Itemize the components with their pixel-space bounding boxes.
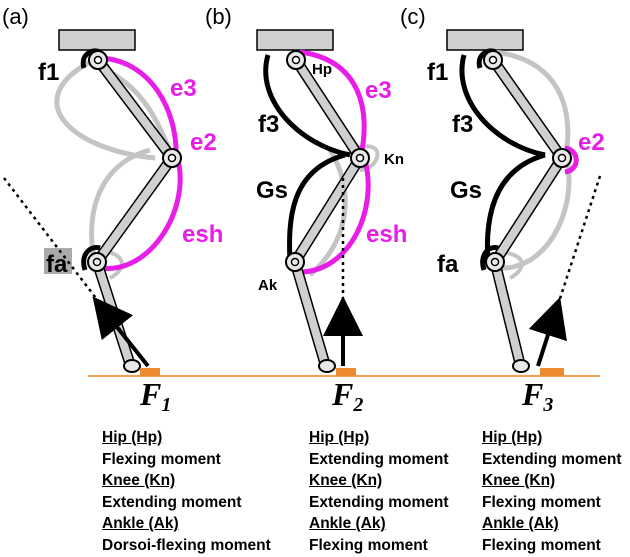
muscle-e2-c <box>564 145 579 175</box>
toe-c <box>512 359 530 373</box>
label-fa-c: fa <box>437 251 459 278</box>
label-f3-c: f3 <box>452 111 473 138</box>
foot-pad-c <box>540 368 564 376</box>
hip-mount-c <box>446 29 524 51</box>
muscle-esh-b <box>301 159 371 275</box>
hip-title: Hip (Hp) <box>482 429 543 446</box>
label-f3-b: f3 <box>258 111 279 138</box>
knee-moment: Extending moment <box>102 493 242 511</box>
label-f1-a: f1 <box>38 59 59 86</box>
moments-panel-c: Hip (Hp) Extending moment Knee (Kn) Flex… <box>482 427 622 556</box>
force-label-b: F2 <box>331 376 363 416</box>
panel-c: (c) f1 f3 e2 Gs <box>400 4 605 416</box>
label-esh-b: esh <box>366 221 407 248</box>
label-gs-c: Gs <box>450 177 482 204</box>
label-f1-c: f1 <box>427 59 448 86</box>
force-line-c <box>536 175 602 367</box>
label-gs-b: Gs <box>256 177 288 204</box>
muscle-e3-b <box>299 49 367 161</box>
knee-title: Knee (Kn) <box>309 472 383 489</box>
muscle-fa-black-a <box>81 244 101 271</box>
panel-b: (b) Hp e3 f3 Kn Gs <box>205 4 407 416</box>
force-label-a: F1 <box>139 376 171 416</box>
muscle-f3-b <box>263 54 351 158</box>
muscle-esh-a <box>99 159 183 271</box>
hip-moment: Extending moment <box>482 450 622 468</box>
muscle-f1-a <box>54 59 156 161</box>
label-esh-a: esh <box>182 221 223 248</box>
ankle-title: Ankle (Ak) <box>102 515 179 532</box>
muscle-e3-gray-c <box>494 49 571 161</box>
foot-pad-b <box>336 368 356 376</box>
moments-panel-a: Hip (Hp) Flexing moment Knee (Kn) Extend… <box>102 427 271 556</box>
ankle-title: Ankle (Ak) <box>309 515 386 532</box>
ankle-title: Ankle (Ak) <box>482 515 559 532</box>
label-e3-a: e3 <box>170 75 197 102</box>
muscle-e3-a <box>99 55 179 159</box>
muscle-esh-gray-c <box>499 164 572 271</box>
toe-b <box>318 359 336 373</box>
force-arrow-c <box>528 296 567 367</box>
force-arrow-a <box>92 296 150 368</box>
knee-moment: Extending moment <box>309 493 449 511</box>
muscle-fa-black-c <box>480 244 499 271</box>
panel-c-letter: (c) <box>400 4 426 29</box>
force-label-c: F3 <box>521 376 553 416</box>
ankle-moment: Flexing moment <box>309 536 428 554</box>
label-e3-b: e3 <box>365 77 392 104</box>
panel-b-letter: (b) <box>205 4 232 29</box>
label-e2-c: e2 <box>578 129 605 156</box>
hip-mount-a <box>58 29 136 51</box>
hip-moment: Extending moment <box>309 450 449 468</box>
knee-title: Knee (Kn) <box>482 472 556 489</box>
hip-title: Hip (Hp) <box>102 429 163 446</box>
knee-moment: Flexing moment <box>482 493 601 511</box>
muscle-f3-c <box>459 54 546 158</box>
knee-title: Knee (Kn) <box>102 472 176 489</box>
hip-title: Hip (Hp) <box>309 429 370 446</box>
moments-panel-b: Hip (Hp) Extending moment Knee (Kn) Exte… <box>309 427 449 556</box>
foot-pad-a <box>140 368 160 376</box>
ankle-moment: Flexing moment <box>482 536 601 554</box>
panel-a: (a) f1 e3 <box>2 4 223 416</box>
label-kn-b: Kn <box>384 151 404 168</box>
ankle-moment: Dorsoi-flexing moment <box>102 536 271 554</box>
hip-mount-b <box>256 29 334 51</box>
muscle-gs-b <box>287 152 346 263</box>
label-ak-b: Ak <box>258 277 278 294</box>
toe-a <box>123 359 141 373</box>
label-fa-a: fa <box>46 251 68 278</box>
label-hp-b: Hp <box>312 61 332 78</box>
hip-moment: Flexing moment <box>102 450 221 468</box>
label-e2-a: e2 <box>190 129 217 156</box>
gray-box-a <box>44 248 72 274</box>
panel-a-letter: (a) <box>2 4 29 29</box>
